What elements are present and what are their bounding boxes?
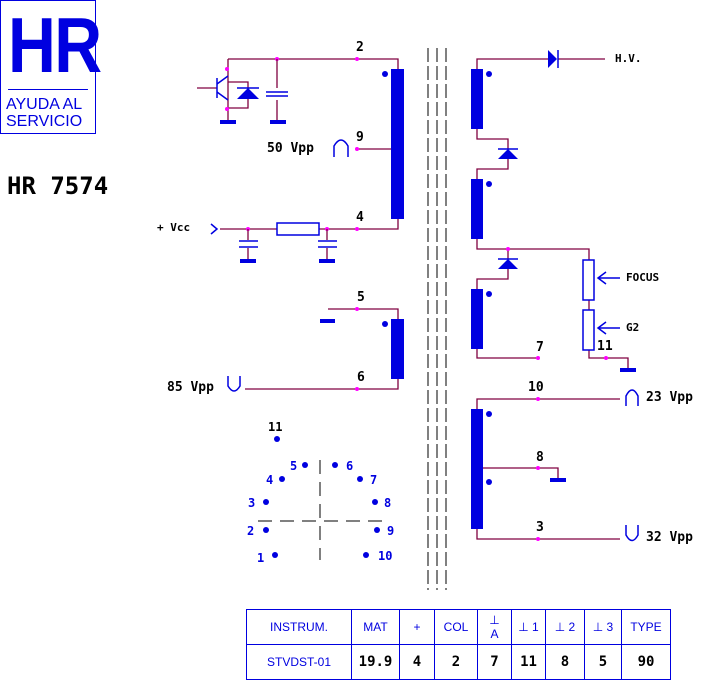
logo-line1: AYUDA AL <box>6 96 83 113</box>
logo-line2: SERVICIO <box>6 113 83 130</box>
pin-7-label: 7 <box>536 340 544 355</box>
logo-mark: HR <box>8 1 102 90</box>
focus-label: FOCUS <box>626 271 659 284</box>
value-ground-2: 8 <box>545 644 585 680</box>
value-col: 2 <box>434 644 478 680</box>
socket-pin-10: 10 <box>378 549 392 563</box>
header-ground-1: ⊥ 1 <box>511 609 546 645</box>
spec-table: INSTRUM. MAT + COL ⊥ A ⊥ 1 ⊥ 2 ⊥ 3 TYPE … <box>246 609 671 680</box>
socket-pinout <box>258 436 390 560</box>
transistor-damper <box>197 59 349 263</box>
socket-pin-6: 6 <box>346 459 353 473</box>
g2-label: G2 <box>626 321 639 334</box>
socket-pin-5: 5 <box>290 459 297 473</box>
pin-3-vpp: 32 Vpp <box>646 530 693 545</box>
pin-4-label: 4 <box>356 210 364 225</box>
pin-6-label: 6 <box>357 370 365 385</box>
hv-label: H.V. <box>615 52 642 65</box>
header-ground-2: ⊥ 2 <box>545 609 585 645</box>
socket-pin-7: 7 <box>370 473 377 487</box>
socket-pin-2: 2 <box>247 524 254 538</box>
value-type: 90 <box>621 644 671 680</box>
socket-pin-4: 4 <box>266 473 273 487</box>
pin-9-label: 9 <box>356 130 364 145</box>
pin-9-vpp: 50 Vpp <box>267 141 314 156</box>
pin-10-vpp: 23 Vpp <box>646 390 693 405</box>
header-ground-3: ⊥ 3 <box>584 609 622 645</box>
pin-8-label: 8 <box>536 450 544 465</box>
socket-pin-9: 9 <box>387 524 394 538</box>
value-ground-a: 7 <box>477 644 512 680</box>
pin-3-label: 3 <box>536 520 544 535</box>
socket-pin-8: 8 <box>384 496 391 510</box>
pin-2-label: 2 <box>356 40 364 55</box>
header-mat: MAT <box>351 609 400 645</box>
pin-11-label: 11 <box>597 339 613 354</box>
value-ground-1: 11 <box>511 644 546 680</box>
value-ground-3: 5 <box>584 644 622 680</box>
header-col: COL <box>434 609 478 645</box>
transformer-core <box>427 48 447 590</box>
value-plus: 4 <box>399 644 435 680</box>
pin-6-vpp: 85 Vpp <box>167 380 214 395</box>
socket-pin-3: 3 <box>248 496 255 510</box>
header-ground-a: ⊥ A <box>477 609 512 645</box>
header-instrum: INSTRUM. <box>246 609 352 645</box>
pin-10-label: 10 <box>528 380 544 395</box>
socket-pin-11: 11 <box>268 420 282 434</box>
value-mat: 19.9 <box>351 644 400 680</box>
header-type: TYPE <box>621 609 671 645</box>
hv-windings <box>471 50 639 542</box>
aux-winding <box>227 307 404 392</box>
model-title: HR 7574 <box>7 172 109 200</box>
pin-5-label: 5 <box>357 290 365 305</box>
value-instrum: STVDST-01 <box>246 644 352 680</box>
header-plus: + <box>399 609 435 645</box>
socket-pin-1: 1 <box>257 551 264 565</box>
table-header-row: INSTRUM. MAT + COL ⊥ A ⊥ 1 ⊥ 2 ⊥ 3 TYPE <box>246 609 671 645</box>
table-row: STVDST-01 19.9 4 2 7 11 8 5 90 <box>246 644 671 680</box>
vcc-label: + Vcc <box>157 221 190 234</box>
